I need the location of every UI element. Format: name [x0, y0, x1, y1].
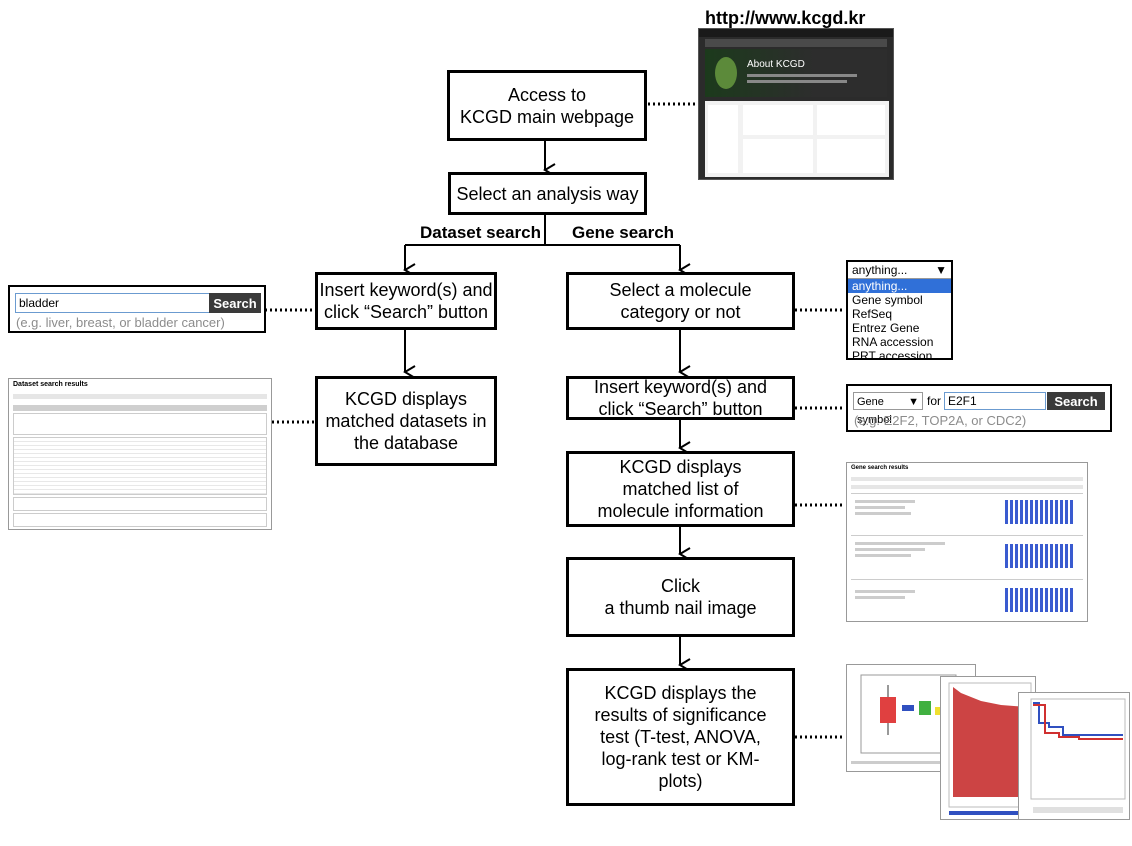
gene-search-input[interactable]: E2F1 [944, 392, 1046, 410]
chevron-down-icon: ▼ [908, 396, 919, 408]
box-access-main: Access to KCGD main webpage [447, 70, 647, 141]
main-about-title: About KCGD [747, 59, 805, 70]
box-gene-select: Select a molecule category or not [566, 272, 795, 330]
site-url: http://www.kcgd.kr [705, 8, 866, 28]
dataset-results-screenshot: Dataset search results [8, 378, 272, 530]
label-gene-search: Gene search [572, 223, 675, 242]
dropdown-option[interactable]: Gene symbol [852, 293, 923, 307]
dropdown-selected[interactable]: anything... [852, 263, 908, 277]
label-dataset-search: Dataset search [420, 223, 541, 242]
box-dataset-insert: Insert keyword(s) and click “Search” but… [315, 272, 497, 330]
for-label: for [927, 394, 942, 408]
molecule-category-dropdown[interactable]: anything... ▼ anything... Gene symbol Re… [846, 260, 953, 363]
km-graphic [1030, 698, 1126, 813]
dataset-search-button[interactable]: Search [209, 293, 261, 313]
dropdown-option[interactable]: RefSeq [852, 307, 893, 321]
box-gene-insert: Insert keyword(s) and click “Search” but… [566, 376, 795, 420]
dataset-results-title: Dataset search results [13, 381, 88, 388]
dataset-search-widget: bladder Search (e.g. liver, breast, or b… [8, 285, 266, 333]
gene-results-title: Gene search results [851, 465, 909, 471]
dropdown-option[interactable]: anything... [848, 279, 951, 293]
dataset-search-input[interactable]: bladder [15, 293, 210, 313]
gene-results-screenshot: Gene search results [846, 462, 1088, 622]
gene-category-value: Gene symbol [857, 396, 892, 426]
gene-search-hint: (e.g. E2F2, TOP2A, or CDC2) [854, 413, 1027, 428]
box-select-analysis: Select an analysis way [448, 172, 647, 215]
box-gene-display: KCGD displays matched list of molecule i… [566, 451, 795, 527]
chevron-down-icon[interactable]: ▼ [935, 263, 947, 277]
dropdown-option[interactable]: Entrez Gene [852, 321, 920, 335]
gene-category-select[interactable]: Gene symbol ▼ [853, 392, 923, 426]
dataset-search-hint: (e.g. liver, breast, or bladder cancer) [16, 315, 225, 330]
gene-search-button[interactable]: Search [1047, 392, 1105, 410]
dropdown-option[interactable]: PRT accession [852, 349, 933, 363]
km-plot-screenshot [1018, 692, 1130, 820]
dropdown-option[interactable]: RNA accession [852, 335, 934, 349]
box-results: KCGD displays the results of significanc… [566, 668, 795, 806]
kcgd-main-screenshot: About KCGD [698, 28, 894, 180]
gene-search-widget: Gene symbol ▼ for E2F1 Search (e.g. E2F2… [846, 384, 1112, 432]
box-dataset-display: KCGD displays matched datasets in the da… [315, 376, 497, 466]
box-click-thumb: Click a thumb nail image [566, 557, 795, 637]
